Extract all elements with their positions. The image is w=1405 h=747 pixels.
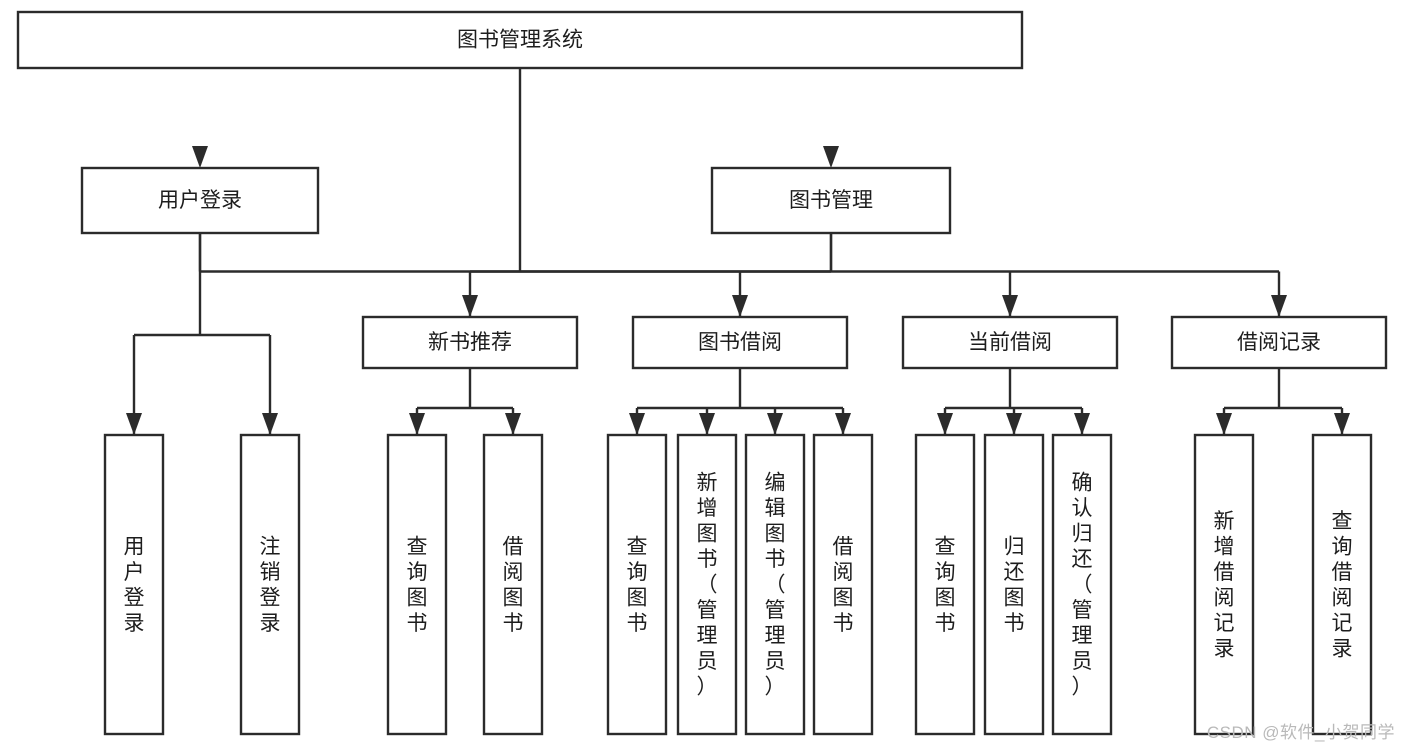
leaf-node-10-box[interactable]	[1051, 433, 1113, 736]
arrow-head-icon	[823, 146, 839, 168]
arrow-head-icon	[126, 413, 142, 435]
connector-group	[629, 368, 851, 435]
arrow-head-icon	[1271, 295, 1287, 317]
arrow-head-icon	[505, 413, 521, 435]
level3-node-2[interactable]: 当前借阅	[901, 315, 1119, 370]
leaf-node-12-label: 查询借阅记录	[1332, 510, 1353, 661]
leaf-node-2[interactable]: 查询图书	[386, 433, 448, 736]
leaf-node-8-label: 查询图书	[935, 535, 956, 635]
leaf-node-10-label: 确认归还（管理员）	[1072, 472, 1093, 699]
level2-node-1-box[interactable]	[710, 166, 952, 235]
leaf-node-10[interactable]: 确认归还（管理员）	[1051, 433, 1113, 736]
leaf-node-2-label: 查询图书	[407, 535, 428, 635]
arrow-head-icon	[462, 295, 478, 317]
arrow-head-icon	[699, 413, 715, 435]
leaf-node-0-box[interactable]	[103, 433, 165, 736]
leaf-node-1[interactable]: 注销登录	[239, 433, 301, 736]
leaf-node-5[interactable]: 新增图书（管理员）	[676, 433, 738, 736]
arrow-head-icon	[409, 413, 425, 435]
arrow-head-icon	[1216, 413, 1232, 435]
level3-node-3[interactable]: 借阅记录	[1170, 315, 1388, 370]
arrow-head-icon	[1074, 413, 1090, 435]
level3-node-1[interactable]: 图书借阅	[631, 315, 849, 370]
level3-node-0-box[interactable]	[361, 315, 579, 370]
leaf-node-8[interactable]: 查询图书	[914, 433, 976, 736]
leaf-node-1-label: 注销登录	[260, 535, 281, 635]
leaf-node-11-label: 新增借阅记录	[1214, 510, 1235, 661]
root-node-book-management-system-label: 图书管理系统	[457, 29, 583, 52]
arrow-head-icon	[1006, 413, 1022, 435]
leaf-node-3-box[interactable]	[482, 433, 544, 736]
leaf-node-6[interactable]: 编辑图书（管理员）	[744, 433, 806, 736]
connector-layer	[126, 68, 1350, 435]
connector-group	[937, 368, 1090, 435]
leaf-node-8-box[interactable]	[914, 433, 976, 736]
level3-node-3-box[interactable]	[1170, 315, 1388, 370]
connector-group	[462, 233, 1287, 317]
leaf-node-7-box[interactable]	[812, 433, 874, 736]
level3-node-2-label: 当前借阅	[968, 331, 1052, 354]
level2-node-1-label: 图书管理	[789, 189, 873, 212]
leaf-node-1-box[interactable]	[239, 433, 301, 736]
level2-node-1[interactable]: 图书管理	[710, 166, 952, 235]
arrow-head-icon	[192, 146, 208, 168]
level2-node-0-box[interactable]	[80, 166, 320, 235]
leaf-node-9-box[interactable]	[983, 433, 1045, 736]
leaf-node-12-box[interactable]	[1311, 433, 1373, 736]
leaf-node-11-box[interactable]	[1193, 433, 1255, 736]
arrow-head-icon	[937, 413, 953, 435]
root-node-book-management-system-box[interactable]	[16, 10, 1024, 70]
leaf-node-7-label: 借阅图书	[833, 535, 854, 635]
level3-node-1-label: 图书借阅	[698, 331, 782, 354]
leaf-node-9-label: 归还图书	[1004, 535, 1025, 635]
level3-node-2-box[interactable]	[901, 315, 1119, 370]
arrow-head-icon	[629, 413, 645, 435]
leaf-node-0[interactable]: 用户登录	[103, 433, 165, 736]
leaf-node-5-box[interactable]	[676, 433, 738, 736]
level3-node-3-label: 借阅记录	[1237, 331, 1321, 354]
leaf-node-7[interactable]: 借阅图书	[812, 433, 874, 736]
level3-node-0-label: 新书推荐	[428, 331, 512, 354]
level3-node-1-box[interactable]	[631, 315, 849, 370]
arrow-head-icon	[767, 413, 783, 435]
connector-group	[1216, 368, 1350, 435]
leaf-node-0-label: 用户登录	[124, 535, 145, 635]
leaf-node-3-label: 借阅图书	[503, 535, 524, 635]
arrow-head-icon	[732, 295, 748, 317]
leaf-node-6-label: 编辑图书（管理员）	[765, 472, 786, 699]
leaf-node-4-box[interactable]	[606, 433, 668, 736]
level2-node-0-label: 用户登录	[158, 189, 242, 212]
arrow-head-icon	[1334, 413, 1350, 435]
csdn-watermark: CSDN @软件_小贺同学	[1206, 723, 1395, 742]
level2-node-0[interactable]: 用户登录	[80, 166, 320, 235]
leaf-node-6-box[interactable]	[744, 433, 806, 736]
leaf-node-9[interactable]: 归还图书	[983, 433, 1045, 736]
leaf-node-5-label: 新增图书（管理员）	[697, 472, 718, 699]
connector-group	[409, 368, 521, 435]
leaf-node-3[interactable]: 借阅图书	[482, 433, 544, 736]
leaf-node-4[interactable]: 查询图书	[606, 433, 668, 736]
arrow-head-icon	[262, 413, 278, 435]
root-node-book-management-system[interactable]: 图书管理系统	[16, 10, 1024, 70]
level3-node-0[interactable]: 新书推荐	[361, 315, 579, 370]
leaf-node-11[interactable]: 新增借阅记录	[1193, 433, 1255, 736]
leaf-node-4-label: 查询图书	[627, 535, 648, 635]
node-layer: 图书管理系统用户登录图书管理新书推荐图书借阅当前借阅借阅记录用户登录注销登录查询…	[16, 10, 1388, 736]
leaf-node-2-box[interactable]	[386, 433, 448, 736]
connector-group	[126, 233, 278, 435]
arrow-head-icon	[1002, 295, 1018, 317]
leaf-node-12[interactable]: 查询借阅记录	[1311, 433, 1373, 736]
arrow-head-icon	[835, 413, 851, 435]
